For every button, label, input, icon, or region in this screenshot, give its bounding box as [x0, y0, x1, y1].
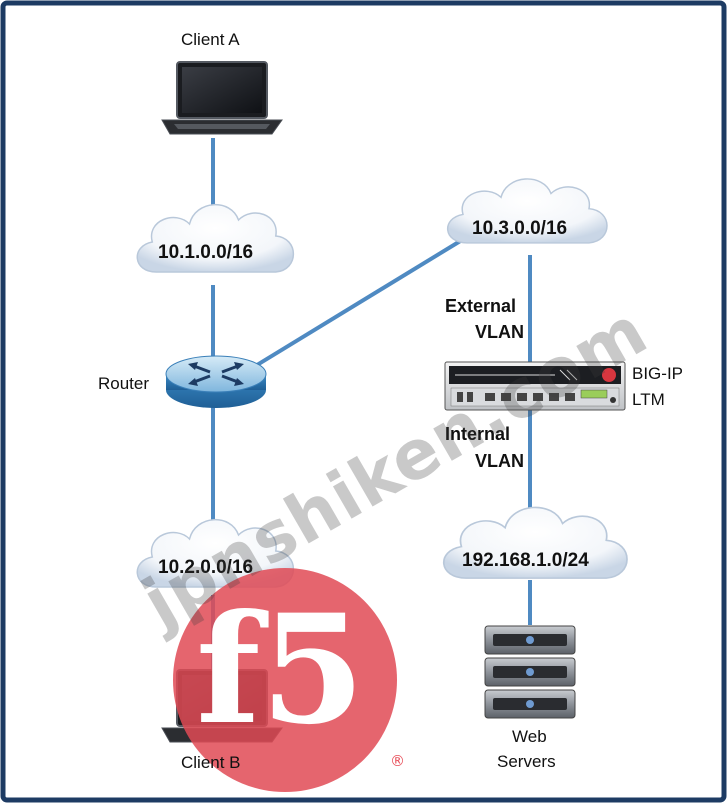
- f5-logo-text: f5: [196, 582, 365, 758]
- web-servers-label-line1: Web: [512, 727, 547, 746]
- router-icon: [165, 355, 267, 408]
- client-b-label: Client B: [181, 753, 241, 772]
- router-label: Router: [98, 374, 150, 393]
- f5-logo-icon: [173, 568, 397, 792]
- bigip-label-line1: BIG-IP: [632, 364, 684, 383]
- server-stack-icon: [484, 625, 576, 719]
- external-vlan-label-line2: VLAN: [475, 322, 524, 342]
- network-label-net1: 10.1.0.0/16: [158, 242, 254, 263]
- client-a-label: Client A: [181, 30, 240, 49]
- web-servers-label-line2: Servers: [497, 752, 556, 771]
- laptop-icon: [161, 61, 283, 135]
- network-label-net4: 192.168.1.0/24: [462, 550, 589, 571]
- network-label-net3: 10.3.0.0/16: [472, 218, 568, 239]
- external-vlan-label-line1: External: [445, 296, 517, 316]
- internal-vlan-label-line2: VLAN: [475, 451, 524, 471]
- registered-mark: ®: [390, 752, 405, 770]
- bigip-appliance-icon: [444, 361, 626, 411]
- link-router-net3: [250, 238, 464, 370]
- network-label-net2: 10.2.0.0/16: [158, 557, 254, 578]
- bigip-label-line2: LTM: [632, 390, 665, 409]
- internal-vlan-label-line1: Internal: [445, 424, 511, 444]
